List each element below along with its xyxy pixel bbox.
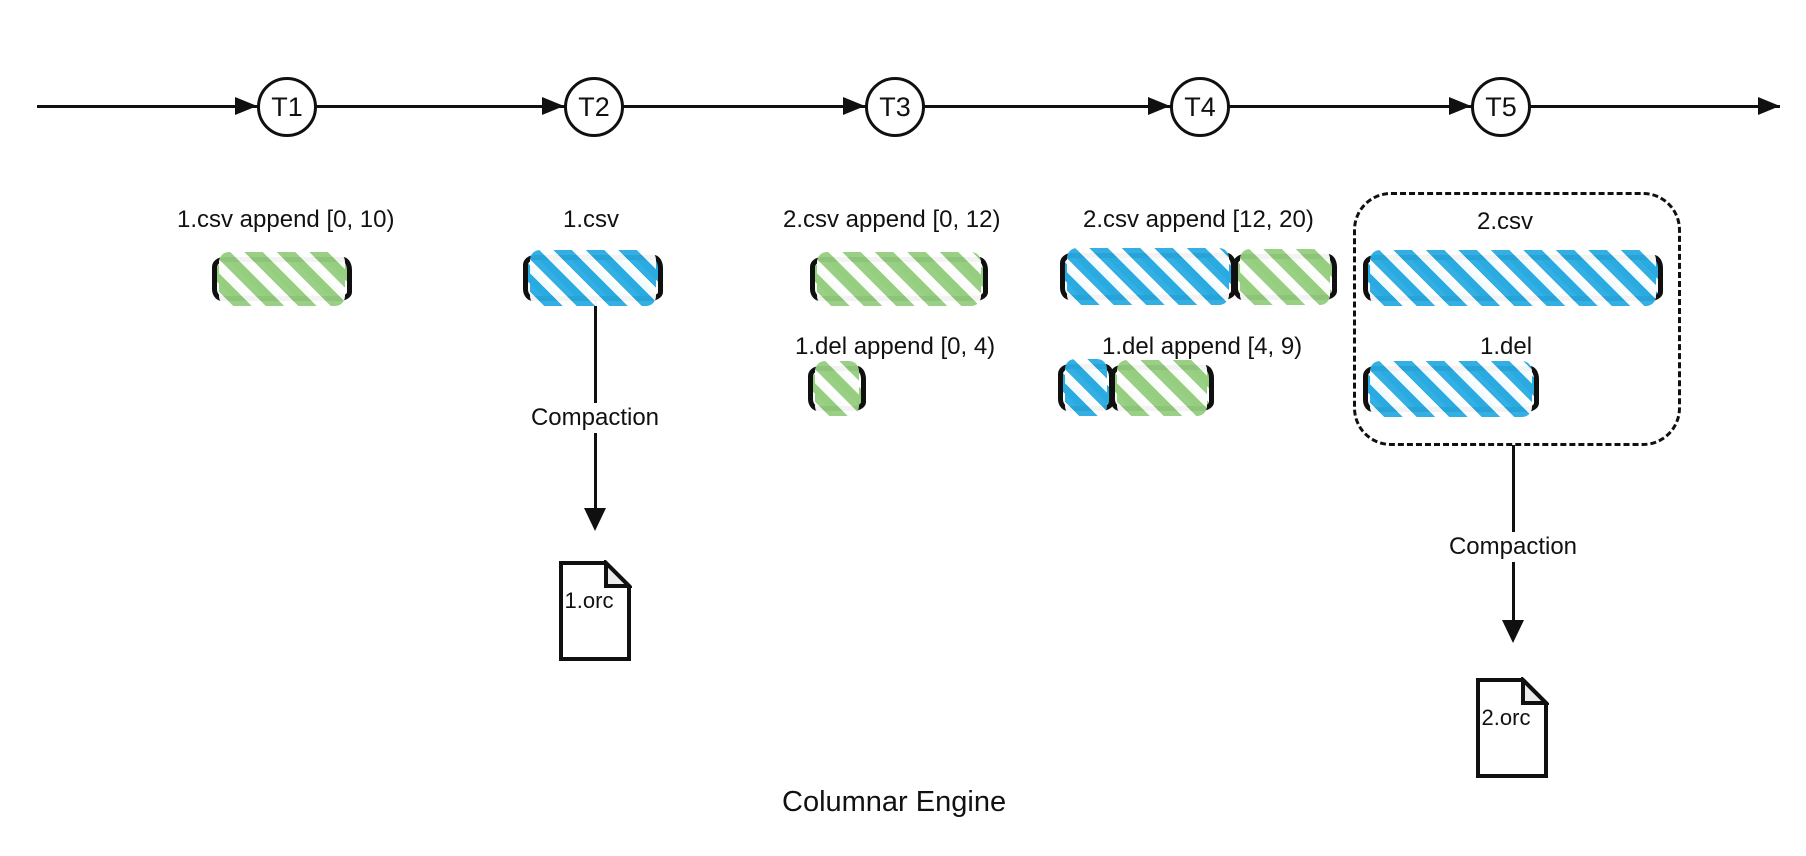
compaction-arrow-t2: Compaction xyxy=(495,301,695,531)
compaction-label: Compaction xyxy=(530,404,660,431)
file-op-label: 2.csv append [0, 12) xyxy=(783,206,1001,233)
file-op-label: 1.csv xyxy=(563,206,620,233)
timeline-node-label: T3 xyxy=(879,91,911,122)
compaction-label: Compaction xyxy=(1448,533,1578,560)
file-op-label: 1.del append [0, 4) xyxy=(795,333,996,360)
timeline-end-arrowhead-icon xyxy=(1758,97,1780,115)
orc-file-2: 2.orc xyxy=(1475,677,1549,779)
timeline-node-t2: T2 xyxy=(564,77,624,137)
page-title: Columnar Engine xyxy=(782,786,1007,818)
data-block-csv2-blue-segment xyxy=(1060,248,1236,305)
data-block-csv1-blue xyxy=(523,250,663,306)
data-block-del1-green xyxy=(808,361,866,416)
data-block-csv1-green xyxy=(212,252,352,306)
orc-file-label: 1.orc xyxy=(564,588,614,613)
arrowhead-icon xyxy=(843,97,865,115)
arrowhead-icon xyxy=(1148,97,1170,115)
document-icon xyxy=(559,560,632,661)
timeline-node-label: T2 xyxy=(578,91,610,122)
timeline-node-label: T5 xyxy=(1485,91,1517,122)
data-block-csv2-blue xyxy=(1363,250,1663,306)
document-icon xyxy=(1476,677,1549,778)
snapshot-group-box xyxy=(1353,192,1681,446)
data-block-del1-blue xyxy=(1363,361,1539,417)
arrowhead-down-icon xyxy=(1502,620,1524,643)
data-block-del1-blue-segment xyxy=(1058,359,1114,416)
file-op-label: 2.csv xyxy=(1477,208,1534,235)
file-op-label: 2.csv append [12, 20) xyxy=(1083,206,1314,233)
timeline-node-t5: T5 xyxy=(1471,77,1531,137)
file-op-label: 1.csv append [0, 10) xyxy=(177,206,395,233)
data-block-csv2-green xyxy=(810,252,988,306)
arrowhead-icon xyxy=(235,97,257,115)
orc-file-1: 1.orc xyxy=(558,560,632,662)
arrow-line xyxy=(593,301,597,403)
compaction-arrow-t5: Compaction xyxy=(1413,445,1613,643)
file-op-label: 1.del xyxy=(1480,333,1533,360)
timeline-node-label: T1 xyxy=(271,91,303,122)
file-op-label: 1.del append [4, 9) xyxy=(1102,333,1303,360)
timeline-node-label: T4 xyxy=(1184,91,1216,122)
timeline-node-t3: T3 xyxy=(865,77,925,137)
timeline-node-t1: T1 xyxy=(257,77,317,137)
data-block-csv2-green-segment xyxy=(1233,249,1337,305)
timeline-node-t4: T4 xyxy=(1170,77,1230,137)
arrowhead-icon xyxy=(542,97,564,115)
arrow-line xyxy=(1511,445,1515,532)
data-block-del1-green-segment xyxy=(1110,360,1214,416)
orc-file-label: 2.orc xyxy=(1481,705,1531,730)
arrow-line xyxy=(1511,562,1515,620)
arrow-line xyxy=(593,433,597,508)
arrowhead-icon xyxy=(1449,97,1471,115)
arrowhead-down-icon xyxy=(584,508,606,531)
